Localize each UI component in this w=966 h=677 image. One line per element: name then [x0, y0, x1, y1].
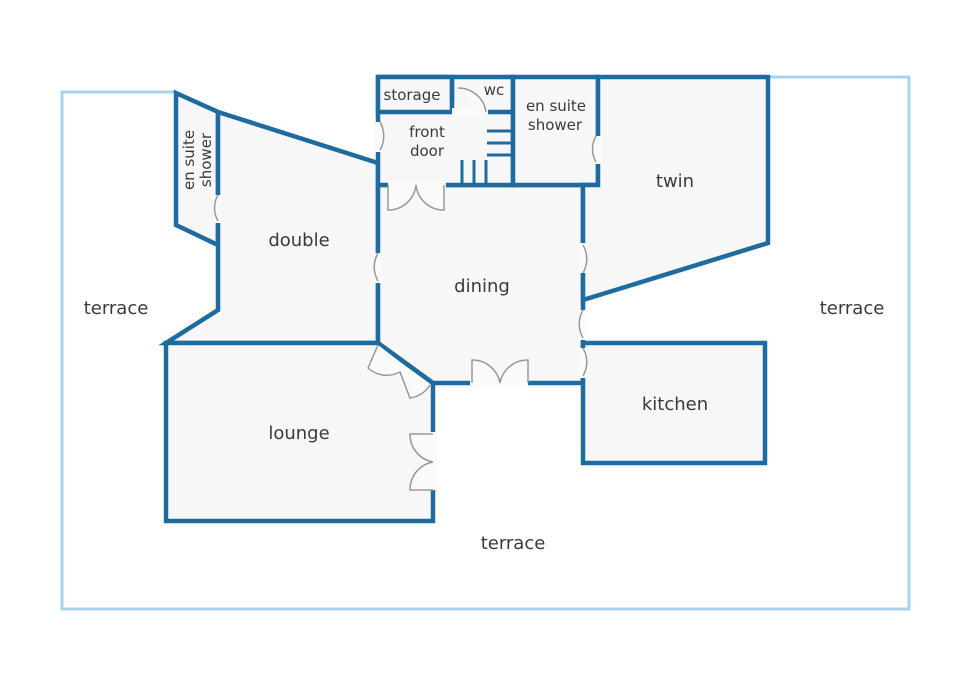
label-double: double	[268, 230, 329, 251]
room-twin[interactable]	[580, 74, 771, 304]
label-en-suite-right-2: shower	[528, 116, 583, 134]
label-twin: twin	[656, 171, 694, 192]
label-terrace-right: terrace	[820, 298, 885, 319]
label-terrace-bottom: terrace	[481, 533, 546, 554]
label-en-suite-right-1: en suite	[526, 97, 586, 115]
stairs	[460, 129, 511, 184]
label-front-door-1: front	[409, 123, 445, 141]
label-lounge: lounge	[268, 423, 329, 444]
label-wc: wc	[484, 81, 505, 99]
label-front-door-2: door	[410, 142, 445, 160]
doors	[213, 87, 602, 491]
room-kitchen[interactable]	[580, 340, 768, 466]
terrace-outline	[60, 75, 911, 611]
label-en-suite-left-1: en suite	[180, 130, 198, 190]
label-en-suite-left-2: shower	[197, 132, 215, 187]
label-storage: storage	[384, 86, 441, 104]
label-dining: dining	[454, 276, 510, 297]
label-kitchen: kitchen	[642, 394, 708, 415]
label-terrace-left: terrace	[84, 298, 149, 319]
room-en-suite-right[interactable]	[510, 74, 601, 188]
